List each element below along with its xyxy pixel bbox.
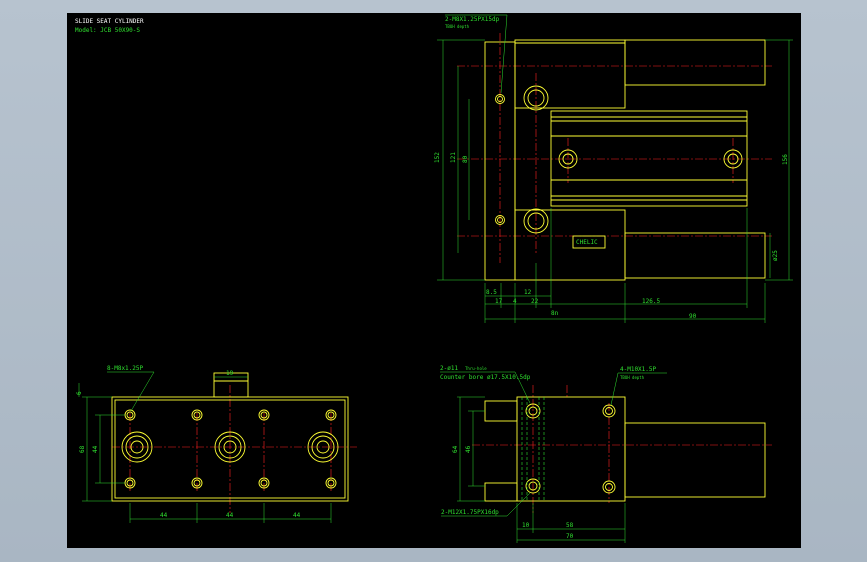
top-view-body-upper [514,39,626,109]
front-view-dim-44-b: 44 [226,512,234,519]
top-view-dim-m: 8n [551,310,559,317]
side-view-callout-4: 2-M12X1.75PX16dp [441,509,499,516]
front-view-dim-6: 6 [76,391,83,395]
front-view-dim-44-c: 44 [293,512,301,519]
front-view-bore-left [121,431,153,463]
side-view-rod [624,422,766,498]
side-view-dim-64: 64 [452,445,459,453]
top-view-port-2 [723,149,743,169]
top-view: CHELIC 2-M8X1.25PX15dp [434,14,793,323]
top-view-body-lower [514,209,626,281]
front-view-bore-center [214,431,246,463]
top-view-dim-17: 17 [495,298,503,305]
side-view: 2-ø11 Thru-hole Counter bore ø17.5X10.5d… [440,365,772,543]
front-view-dim-68: 68 [79,445,86,453]
top-view-dim-4: 4 [513,298,517,305]
top-view-rod-upper [624,39,766,86]
front-view: 8-M8x1.25P 19 6 68 44 44 44 44 [76,365,357,523]
top-view-dim-22: 22 [531,298,539,305]
drawing-model: Model: JCB 50X90-S [75,27,140,34]
side-view-dim-10: 10 [522,522,530,529]
side-view-hole-upper [525,403,541,419]
front-view-dim-19: 19 [226,370,234,377]
side-view-callout-3: 4-M10X1.5P [620,366,657,373]
cad-drawing-canvas: SLIDE SEAT CYLINDER Model: JCB 50X90-S [75,14,793,543]
side-view-callout-1-sub: Thru-hole [465,366,487,371]
top-view-hole-1 [495,94,505,104]
top-view-dim-156: 156 [782,154,789,165]
top-view-label-plate [572,235,606,249]
side-view-tapped-hole-1 [602,404,616,418]
top-view-dim-90: 90 [689,313,697,320]
side-view-callout-3-sub: TBUH depth [620,375,645,380]
front-view-dim-44-vertical: 44 [92,445,99,453]
top-view-dim-121: 121 [450,152,457,163]
top-view-callout-1-sub: TBUH depth [445,24,470,29]
top-view-dim-80: 80 [462,155,469,163]
side-view-tapped-hole-2 [602,480,616,494]
drawing-title: SLIDE SEAT CYLINDER [75,18,144,25]
top-view-label-plate-text: CHELIC [576,239,598,246]
top-view-callout-1: 2-M8X1.25PX15dp [445,16,500,23]
front-view-callout: 8-M8x1.25P [107,365,144,372]
side-view-dim-70: 70 [566,533,574,540]
side-view-dim-58: 58 [566,522,574,529]
top-view-dim-8-5: 8.5 [486,289,497,296]
side-view-callout-2: Counter bore ø17.5X10.5dp [440,374,531,381]
side-view-dim-46: 46 [465,445,472,453]
top-view-dim-152: 152 [434,152,441,163]
top-view-rod-lower [624,232,766,279]
top-view-bore-2 [523,208,549,234]
top-view-hole-2 [495,215,505,225]
top-view-dim-25: ø25 [772,250,779,261]
top-view-port-1 [558,149,578,169]
front-view-bore-right [307,431,339,463]
top-view-bore-1 [523,85,549,111]
side-view-end-cap [484,400,518,422]
top-view-dim-12: 12 [524,289,532,296]
side-view-callout-1: 2-ø11 [440,365,458,372]
cad-drawing-viewport[interactable]: SLIDE SEAT CYLINDER Model: JCB 50X90-S [67,13,801,548]
top-view-guide-block [550,110,748,207]
front-view-body [111,396,349,502]
top-view-dim-126-5: 126.5 [642,298,660,305]
front-view-dim-44-a: 44 [160,512,168,519]
side-view-hole-lower [525,478,541,494]
